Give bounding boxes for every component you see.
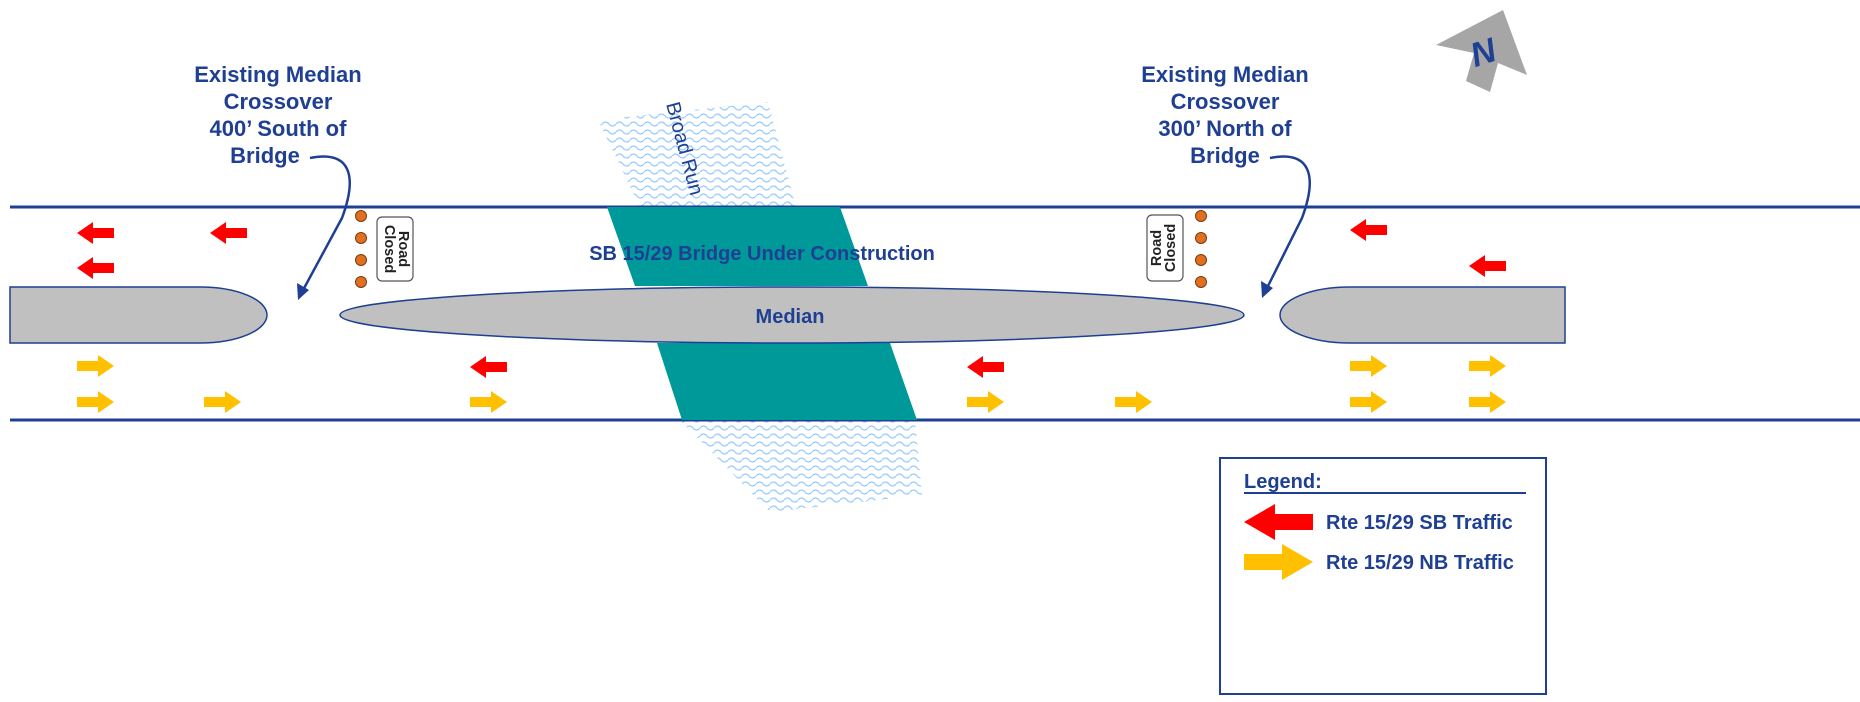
arrow-left-icon <box>77 257 114 279</box>
legend-item-sb: Rte 15/29 SB Traffic <box>1326 512 1513 534</box>
arrow-right-icon <box>204 391 241 413</box>
arrow-right-icon <box>1115 391 1152 413</box>
stream-north <box>598 102 796 207</box>
arrow-left-icon <box>470 356 507 378</box>
bridge-north-span <box>607 207 868 286</box>
arrow-right-icon <box>1244 544 1313 580</box>
callout-south-line4: Bridge <box>230 143 300 168</box>
legend: Legend: Rte 15/29 SB Traffic Rte 15/29 N… <box>1219 457 1547 695</box>
callout-south-line1: Existing Median <box>194 62 361 87</box>
callout-north-line4: Bridge <box>1190 143 1260 168</box>
median-west <box>9 286 268 344</box>
traffic-cone-icon <box>1195 210 1207 288</box>
road-closed-south-line1: Road <box>395 231 411 267</box>
callout-south-line3: 400’ South of <box>210 116 348 141</box>
road-closed-south-line2: Closed <box>381 225 397 273</box>
road-closed-north-line1: Road <box>1149 230 1165 266</box>
road-closed-sign-north: Road Closed <box>1146 214 1184 282</box>
arrow-right-icon <box>77 355 114 377</box>
arrow-left-icon <box>210 222 247 244</box>
arrow-right-icon <box>1469 355 1506 377</box>
callout-south-line2: Crossover <box>224 89 333 114</box>
callout-south-leader <box>300 155 351 293</box>
callout-south-arrowhead <box>297 283 309 300</box>
arrow-left-icon <box>1350 219 1387 241</box>
median-label: Median <box>756 306 825 328</box>
arrow-right-icon <box>1350 391 1387 413</box>
north-arrow-icon: N <box>1436 10 1527 92</box>
arrow-right-icon <box>1469 391 1506 413</box>
stream-south <box>680 420 922 512</box>
bridge-label: SB 15/29 Bridge Under Construction <box>589 243 935 265</box>
arrow-right-icon <box>967 391 1004 413</box>
median-center <box>339 286 1245 344</box>
legend-item-nb: Rte 15/29 NB Traffic <box>1326 552 1514 574</box>
callout-north-line3: 300’ North of <box>1158 116 1292 141</box>
arrow-left-icon <box>967 356 1004 378</box>
callout-north-leader <box>1264 155 1311 291</box>
arrow-right-icon <box>470 391 507 413</box>
bridge-south-span <box>657 343 917 420</box>
callout-north-line2: Crossover <box>1171 89 1280 114</box>
road-closed-sign-south: Road Closed <box>376 216 414 282</box>
arrow-left-icon <box>1244 504 1313 540</box>
road-closed-north-line2: Closed <box>1163 224 1179 272</box>
legend-title: Legend: <box>1244 471 1322 493</box>
arrow-right-icon <box>1350 355 1387 377</box>
arrow-left-icon <box>77 222 114 244</box>
median-east <box>1279 286 1566 344</box>
traffic-cone-icon <box>355 210 367 288</box>
arrow-right-icon <box>77 391 114 413</box>
callout-north-arrowhead <box>1261 281 1273 298</box>
callout-north-line1: Existing Median <box>1141 62 1308 87</box>
arrow-left-icon <box>1469 255 1506 277</box>
